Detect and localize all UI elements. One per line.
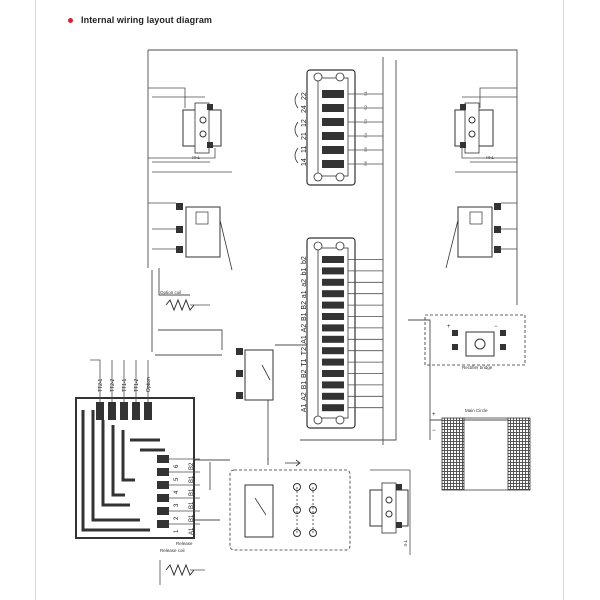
terminal-main-slot [322, 404, 344, 412]
micro-switch-lower: T-II [369, 469, 411, 555]
terminal-top-side-4: S4 [363, 132, 368, 138]
pcb-top-label-1: TT2-1 [98, 378, 104, 392]
terminal-top-num-1: 22 [301, 92, 308, 100]
pcb-num-6: 1 [174, 529, 180, 533]
switch-box-dashed [229, 458, 351, 551]
rectifier-plus: + [447, 324, 451, 330]
pcb-right-label-3: B1 [189, 488, 195, 496]
micro-switch-mid-right [445, 202, 517, 269]
diagram-header: Internal wiring layout diagram [68, 15, 212, 25]
terminal-main-slot [322, 381, 344, 389]
terminal-top-num-2: 24 [301, 105, 308, 113]
rectifier-label: Rectifier bridge [462, 365, 493, 370]
terminal-block-top: 22 24 12 21 11 14 S1 S2 S3 S4 S5 S6 [294, 69, 383, 186]
terminal-main-slot [322, 324, 344, 332]
terminal-main-label: a2 [301, 279, 308, 287]
rectifier-minus: − [494, 324, 498, 330]
frame-left-border [35, 0, 36, 600]
pcb-right-label-4: B1 [189, 501, 195, 509]
terminal-top-num-6: 14 [301, 158, 308, 166]
terminal-main-label: A1 [301, 404, 308, 413]
pcb-num-1: 6 [174, 464, 180, 468]
option-coil: Option coil [160, 290, 210, 312]
terminal-main-label: b1 [301, 268, 308, 276]
terminal-main-label: A2 [301, 392, 308, 401]
terminal-main-label: b2 [301, 256, 308, 264]
terminal-main-slot [322, 335, 344, 343]
micro-switch-top-right: T-III [454, 87, 517, 173]
rectifier-bridge: + − Rectifier bridge [424, 314, 526, 370]
terminal-main-label: A2 [301, 324, 308, 333]
pcb-top-label-4: TT1-2 [134, 378, 140, 392]
option-coil-label: Option coil [160, 290, 181, 295]
micro-switch-center [236, 348, 274, 401]
terminal-main-slot [322, 313, 344, 320]
terminal-main-slot [322, 347, 344, 355]
release-coil-label: Release coil [160, 548, 185, 553]
terminal-main-label: B1 [301, 312, 308, 321]
pcb-right-label-5: B1 [189, 514, 195, 522]
terminal-main-label: B2 [301, 369, 308, 378]
pcb-top-label-2: TT2-2 [110, 378, 116, 392]
pcb-top-label-5: Option [146, 377, 152, 392]
pcb-num-5: 2 [174, 516, 180, 520]
bullet-dot [68, 17, 73, 23]
pcb-right-label-6: A1 [189, 527, 195, 535]
switch-label-top-left: T-III [192, 155, 200, 160]
terminal-top-num-5: 11 [301, 146, 308, 153]
main-circle-label: Main Circle [465, 408, 488, 413]
terminal-main-slot [322, 278, 344, 286]
terminal-main-slot [322, 370, 344, 377]
terminal-top-side-1: S1 [363, 90, 368, 96]
terminal-main-label: B2 [301, 301, 308, 310]
pcb-right-label-1: B2 [189, 462, 195, 470]
pcb-num-3: 4 [174, 490, 180, 494]
terminal-main-label: T1 [301, 358, 308, 366]
terminal-main-slot [322, 392, 344, 400]
pcb-release-label: Release [176, 541, 193, 546]
terminal-main-slot [322, 256, 344, 263]
terminal-top-side-5: S5 [363, 146, 368, 152]
main-circle-plus: + [432, 412, 436, 418]
terminal-main-label: A1 [301, 335, 308, 344]
terminal-top-num-3: 12 [301, 119, 308, 127]
terminal-top-side-3: S3 [363, 118, 368, 124]
pcb-module: TT2-1 TT2-2 TT1-1 TT1-2 Option B2 B1 B1 … [75, 359, 200, 546]
terminal-top-num-4: 21 [301, 132, 308, 140]
terminal-main-slot [322, 290, 344, 298]
terminal-main-slot [322, 267, 344, 275]
switch-label-lower: T-II [403, 540, 408, 547]
micro-switch-top-left: T-III [148, 87, 232, 173]
terminal-main-label: T2 [301, 347, 308, 355]
pcb-num-4: 3 [174, 503, 180, 507]
pcb-right-label-2: B1 [189, 475, 195, 483]
release-coil: Release coil [159, 548, 205, 585]
pcb-top-label-3: TT1-1 [122, 378, 128, 392]
micro-switch-mid-left [148, 202, 233, 271]
terminal-top-side-2: S2 [363, 104, 368, 110]
frame-right-border [563, 0, 564, 600]
terminal-main-slot [322, 301, 344, 309]
main-circle-minus: − [432, 428, 436, 434]
switch-label-top-right: T-III [486, 155, 494, 160]
terminal-top-side-6: S6 [363, 160, 368, 166]
pcb-num-2: 5 [174, 477, 180, 481]
diagram-title: Internal wiring layout diagram [81, 15, 213, 25]
terminal-main-slot [322, 358, 344, 366]
terminal-main-label: a1 [301, 290, 308, 298]
main-circle: Main Circle + − [432, 408, 531, 491]
terminal-main-label: B1 [301, 381, 308, 390]
